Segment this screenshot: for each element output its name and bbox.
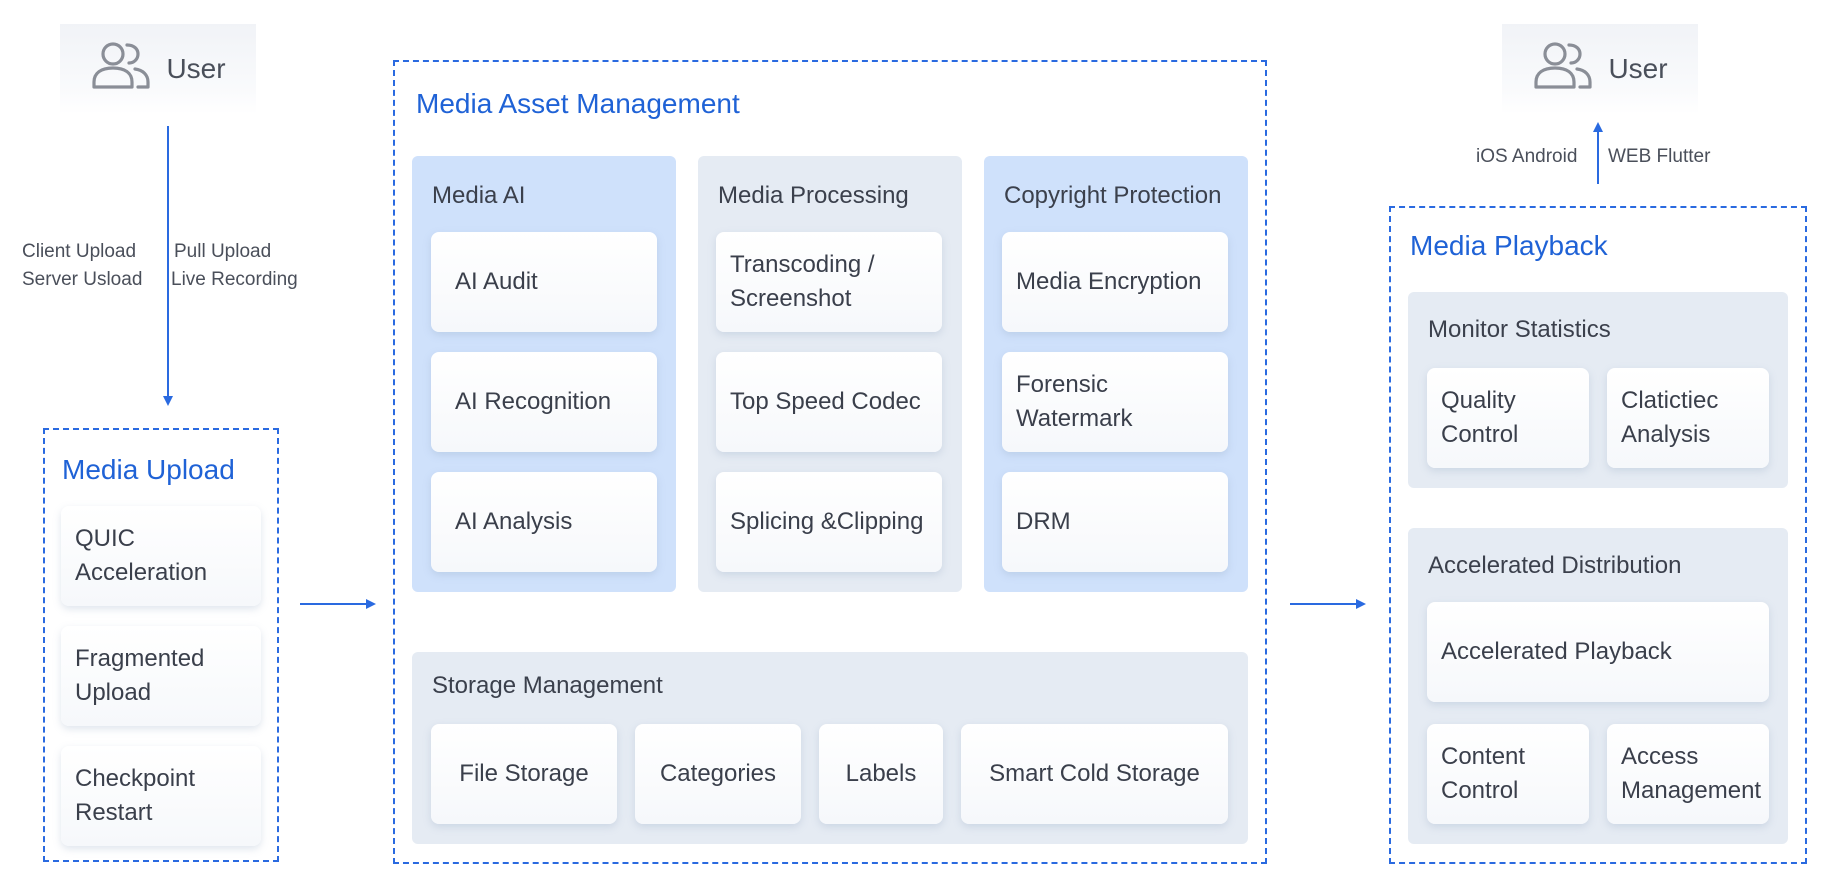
user-label: User bbox=[166, 53, 226, 84]
media-playback-frame bbox=[1389, 206, 1807, 864]
label-live-recording: Live Recording bbox=[171, 269, 298, 290]
card-label: Forensic Watermark bbox=[1016, 371, 1133, 432]
card-label: AI Recognition bbox=[455, 388, 612, 415]
card-label: Accelerated Playback bbox=[1441, 638, 1672, 665]
content-control-card: Content Control bbox=[1427, 724, 1589, 824]
quality-control-card: Quality Control bbox=[1427, 368, 1589, 468]
ai-analysis-card: AI Analysis bbox=[431, 472, 657, 572]
monitor-statistics-title: Monitor Statistics bbox=[1428, 316, 1611, 343]
label-server-upload: Server Usload bbox=[22, 269, 143, 290]
statistic-analysis-card: Clatictiec Analysis bbox=[1607, 368, 1769, 468]
media-upload-frame bbox=[43, 428, 279, 862]
card-label: Media Encryption bbox=[1016, 268, 1202, 295]
user-right: User bbox=[1502, 24, 1698, 114]
card-label: File Storage bbox=[459, 760, 589, 787]
smart-cold-storage-card: Smart Cold Storage bbox=[961, 724, 1228, 824]
card-label: Smart Cold Storage bbox=[989, 760, 1200, 787]
media-ai-title: Media AI bbox=[432, 182, 526, 209]
upload-card-checkpoint: Checkpoint Restart bbox=[61, 746, 261, 846]
card-label: Labels bbox=[845, 760, 917, 787]
card-label: QUIC Acceleration bbox=[75, 525, 208, 586]
card-label: Splicing &Clipping bbox=[730, 508, 924, 535]
splicing-clipping-card: Splicing &Clipping bbox=[716, 472, 942, 572]
users-icon bbox=[90, 40, 152, 99]
media-processing-title: Media Processing bbox=[718, 182, 909, 209]
card-label: Checkpoint Restart bbox=[75, 765, 196, 826]
label-pull-upload: Pull Upload bbox=[174, 241, 272, 262]
labels-card: Labels bbox=[819, 724, 943, 824]
card-label: Quality Control bbox=[1441, 387, 1519, 448]
media-encryption-card: Media Encryption bbox=[1002, 232, 1228, 332]
card-label: DRM bbox=[1016, 508, 1071, 535]
upload-card-quic: QUIC Acceleration bbox=[61, 506, 261, 606]
categories-card: Categories bbox=[635, 724, 801, 824]
label-ios-android: iOS Android bbox=[1476, 146, 1578, 167]
label-client-upload: Client Upload bbox=[22, 241, 137, 262]
media-playback-title: Media Playback bbox=[1410, 230, 1608, 261]
access-management-card: Access Management bbox=[1607, 724, 1769, 824]
forensic-watermark-card: Forensic Watermark bbox=[1002, 352, 1228, 452]
upload-card-fragmented: Fragmented Upload bbox=[61, 626, 261, 726]
card-label: Content Control bbox=[1441, 743, 1526, 804]
ai-audit-card: AI Audit bbox=[431, 232, 657, 332]
card-label: AI Audit bbox=[455, 268, 538, 295]
top-speed-codec-card: Top Speed Codec bbox=[716, 352, 942, 452]
user-label: User bbox=[1608, 53, 1668, 84]
card-label: Transcoding / Screenshot bbox=[730, 251, 875, 312]
accelerated-playback-card: Accelerated Playback bbox=[1427, 602, 1769, 702]
drm-card: DRM bbox=[1002, 472, 1228, 572]
file-storage-card: File Storage bbox=[431, 724, 617, 824]
storage-management-title: Storage Management bbox=[432, 672, 663, 699]
card-label: Clatictiec Analysis bbox=[1621, 387, 1719, 448]
card-label: Top Speed Codec bbox=[730, 388, 921, 415]
ai-recognition-card: AI Recognition bbox=[431, 352, 657, 452]
users-icon bbox=[1532, 40, 1594, 99]
user-left: User bbox=[60, 24, 256, 114]
accelerated-distribution-title: Accelerated Distribution bbox=[1428, 552, 1682, 579]
media-asset-management-title: Media Asset Management bbox=[416, 88, 740, 119]
label-web-flutter: WEB Flutter bbox=[1608, 146, 1711, 167]
card-label: AI Analysis bbox=[455, 508, 573, 535]
card-label: Categories bbox=[659, 760, 777, 787]
copyright-protection-title: Copyright Protection bbox=[1004, 182, 1222, 209]
card-label: Access Management bbox=[1621, 743, 1762, 804]
transcoding-card: Transcoding / Screenshot bbox=[716, 232, 942, 332]
media-upload-title: Media Upload bbox=[62, 454, 235, 485]
card-label: Fragmented Upload bbox=[75, 645, 205, 706]
media-asset-management-frame bbox=[393, 60, 1267, 864]
